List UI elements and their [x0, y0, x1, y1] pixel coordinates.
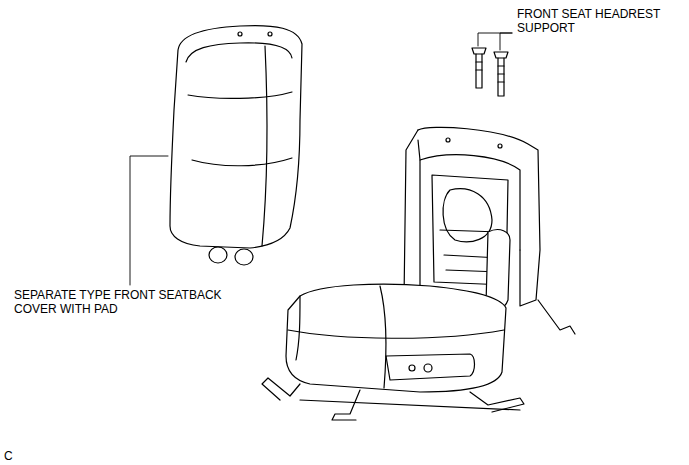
part-name: FRONT SEAT HEADREST SUPPORT: [517, 7, 682, 35]
part-name: SEPARATE TYPE FRONT SEATBACK COVER WITH …: [14, 288, 254, 316]
figure-code: C: [4, 449, 34, 463]
